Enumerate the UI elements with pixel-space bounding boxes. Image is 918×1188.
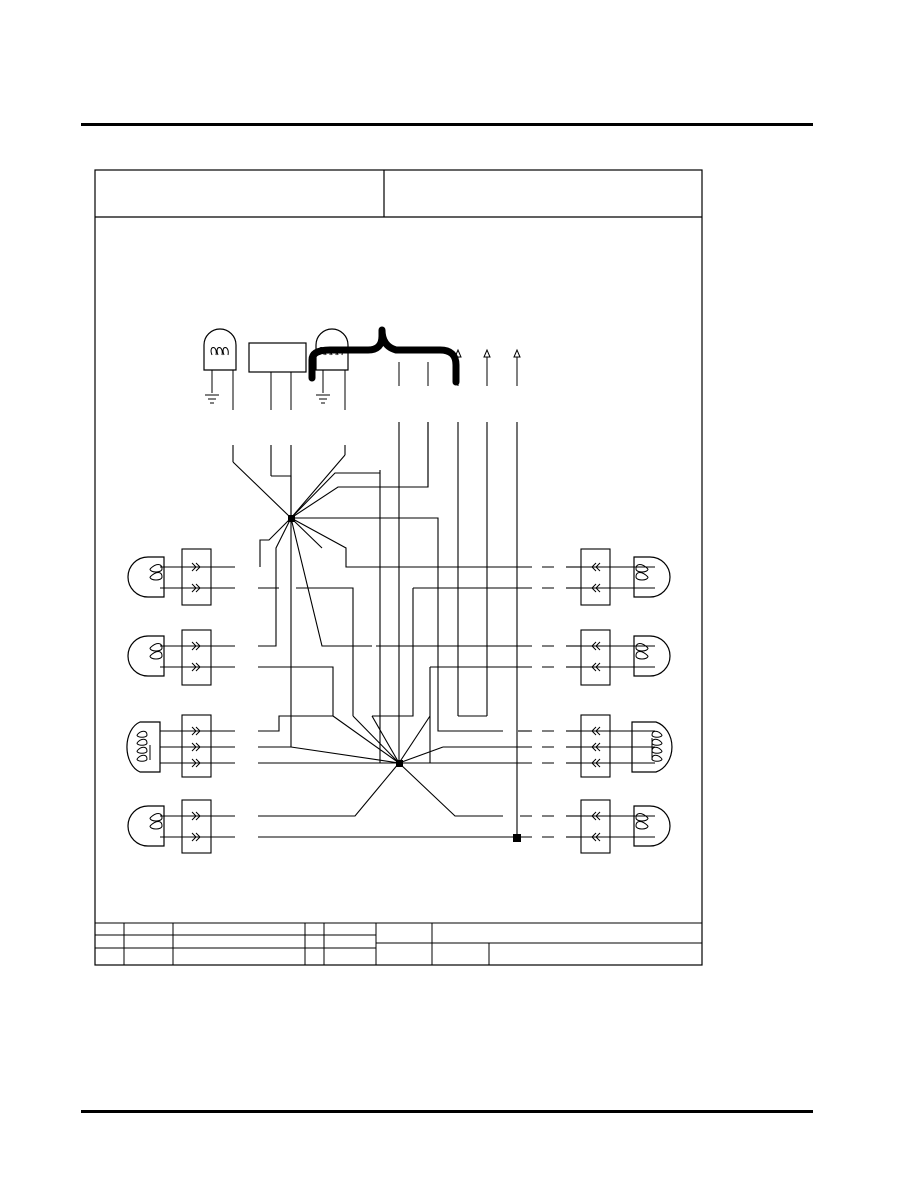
connector-icon: [181, 799, 212, 854]
footer-rule: [81, 1110, 813, 1113]
wiring-harness: [232, 422, 580, 838]
left-connectors: [160, 548, 235, 854]
connector-icon: [580, 799, 611, 854]
lamp-icon: [633, 556, 671, 598]
lamp-icon: [127, 805, 165, 847]
upper-leads: [232, 357, 518, 410]
wire-bundle-brace-icon: [308, 326, 460, 386]
lamp-icon: [127, 635, 165, 677]
connector-icon: [580, 714, 611, 778]
splice-dot: [288, 515, 295, 522]
connector-icon: [181, 714, 212, 778]
lamp-icon: [631, 721, 673, 773]
lamp-icon: [633, 635, 671, 677]
diagram-frame: [94, 169, 703, 966]
terminal-arrows: [454, 348, 521, 358]
title-block: [95, 922, 702, 965]
connector-icon: [580, 629, 611, 686]
connector-icon: [580, 548, 611, 606]
arrow-up-icon: [513, 348, 521, 358]
splice-dot: [396, 760, 403, 767]
lamp-icon: [127, 556, 165, 598]
connector-icon: [181, 629, 212, 686]
top-lamp-right: [315, 328, 349, 404]
lamp-icon: [633, 805, 671, 847]
connector-icon: [181, 548, 212, 606]
top-lamp-left: [203, 328, 237, 404]
left-lamps: [126, 556, 165, 847]
splice-dot: [513, 834, 521, 842]
top-relay-box: [248, 342, 307, 373]
ground-icon: [315, 394, 331, 404]
header-rule: [81, 123, 813, 126]
ground-icon: [204, 394, 220, 404]
arrow-up-icon: [483, 348, 491, 358]
lamp-icon: [126, 721, 161, 773]
right-lamps: [631, 556, 673, 847]
splice-points: [288, 515, 521, 842]
right-connectors: [580, 548, 655, 854]
